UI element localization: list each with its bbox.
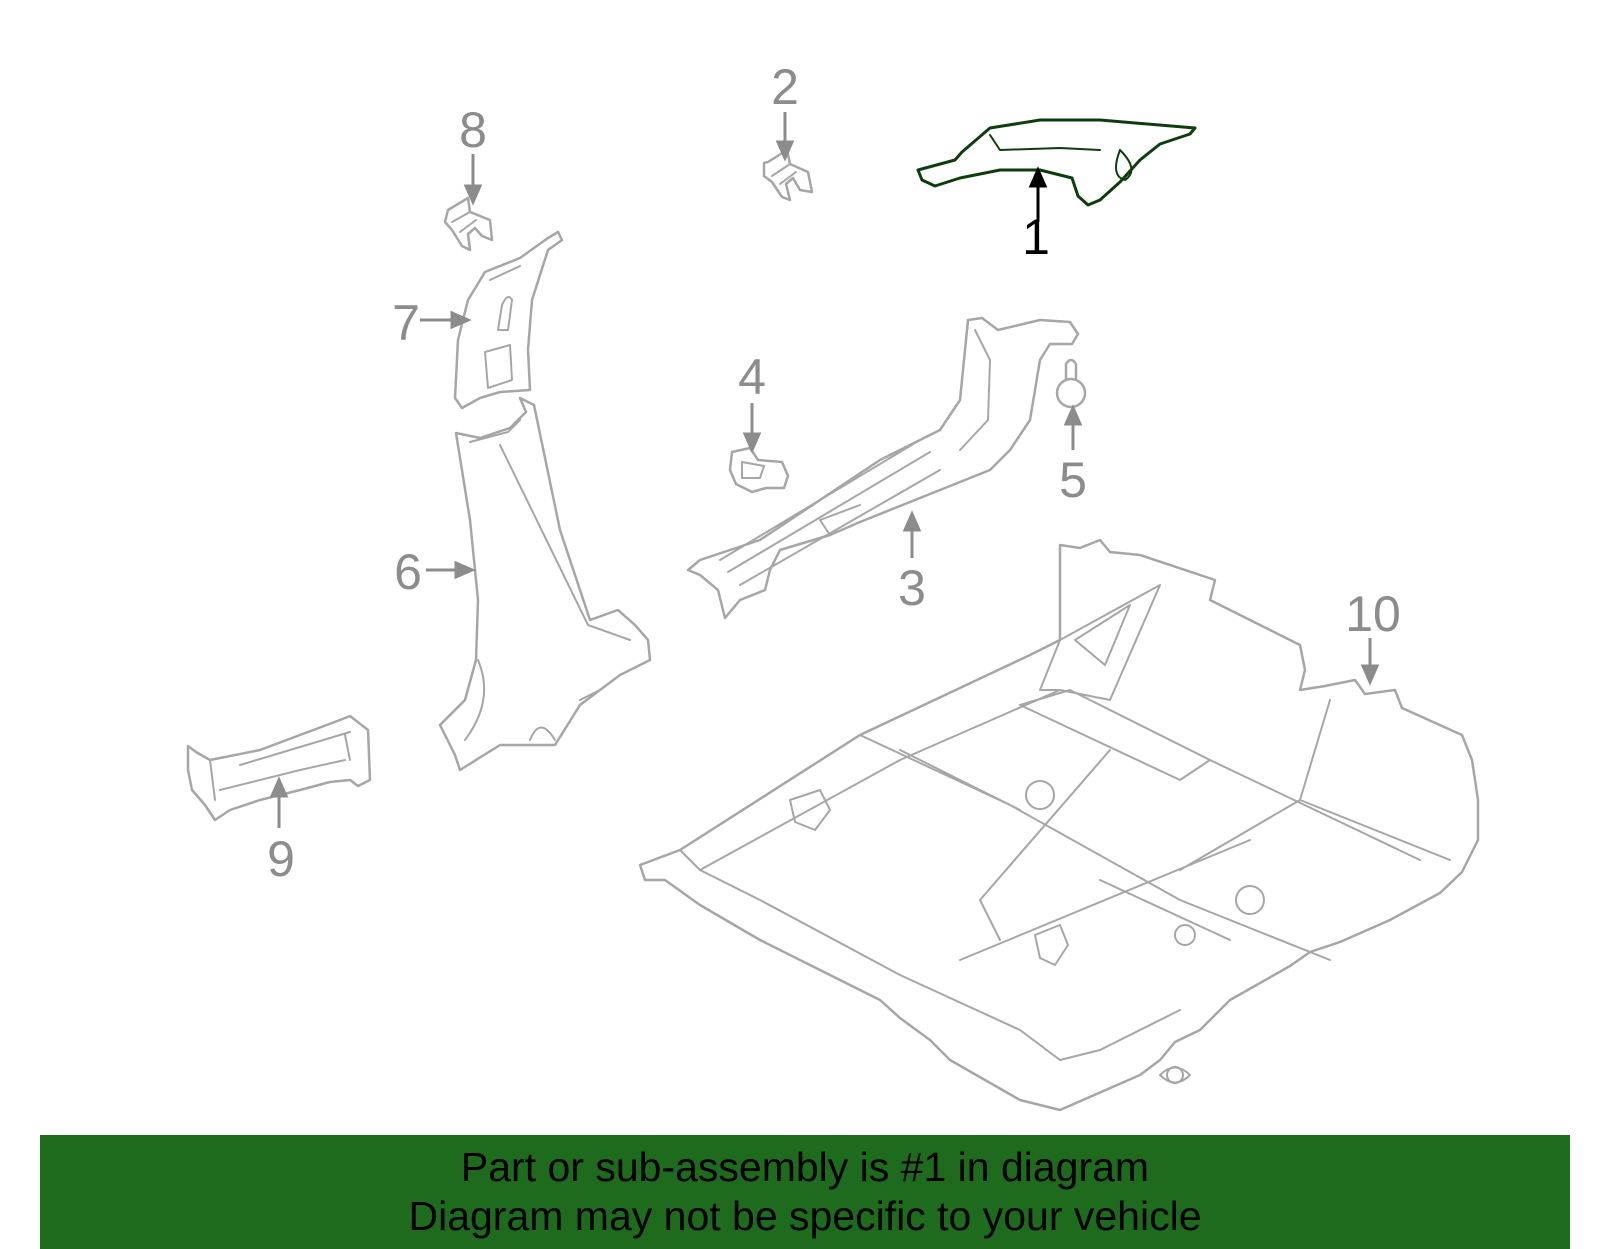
callout-8[interactable]: 8 [459,102,487,158]
footer-line-1: Part or sub-assembly is #1 in diagram [460,1144,1150,1190]
arrow-2 [775,112,795,162]
arrow-8 [463,154,483,206]
callout-2[interactable]: 2 [771,59,799,115]
part-4-retainer[interactable] [728,446,790,494]
part-6-pillar-lower[interactable] [438,396,652,772]
callout-labels: 1 2 3 4 5 6 7 8 9 10 [267,59,1401,887]
leader-arrows [269,112,1380,828]
callout-10[interactable]: 10 [1345,586,1401,642]
footer-line-2: Diagram may not be specific to your vehi… [408,1193,1202,1239]
arrow-6 [426,560,476,580]
arrow-1 [1028,166,1048,222]
part-7-pillar-upper[interactable] [453,230,564,410]
arrow-10 [1360,638,1380,686]
callout-5[interactable]: 5 [1059,452,1087,508]
arrow-7 [420,310,472,330]
callout-9[interactable]: 9 [267,831,295,887]
arrow-5 [1063,404,1083,450]
arrow-3 [902,510,922,558]
part-9-bracket[interactable] [186,714,372,822]
footer-notice: Part or sub-assembly is #1 in diagram Di… [40,1135,1570,1249]
part-10-floor-carpet[interactable] [638,538,1480,1112]
arrow-9 [269,776,289,828]
callout-3[interactable]: 3 [898,560,926,616]
callout-6[interactable]: 6 [394,544,422,600]
part-1-highlighted[interactable] [916,118,1197,207]
callout-1[interactable]: 1 [1022,209,1050,265]
callout-4[interactable]: 4 [738,349,766,405]
part-5-push-pin[interactable] [1055,358,1087,409]
part-2-clip[interactable] [762,148,814,202]
callout-7[interactable]: 7 [392,295,420,351]
footer-banner [40,1135,1570,1249]
part-8-clip[interactable] [443,196,494,252]
arrow-4 [742,403,762,454]
part-3-sill-plate[interactable] [686,316,1080,620]
